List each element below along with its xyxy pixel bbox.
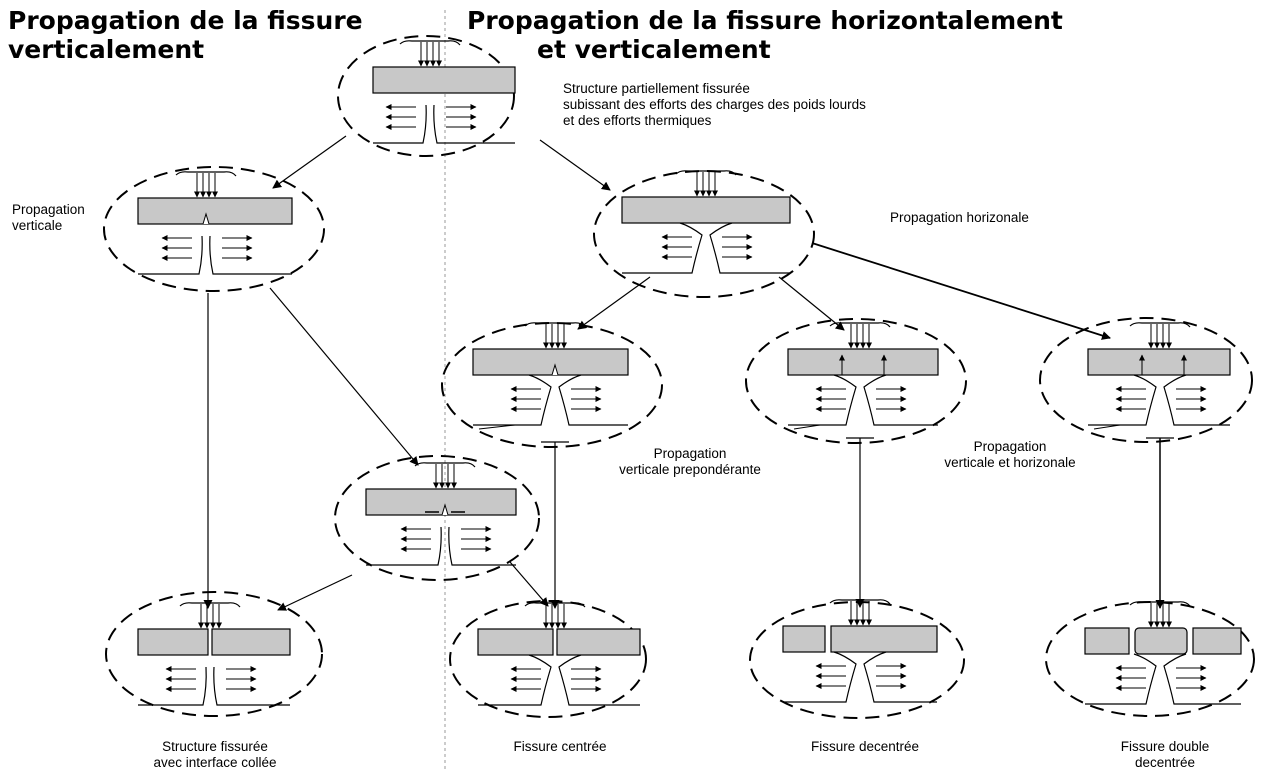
node-predominant [441, 322, 663, 448]
arrow-horizontal-to-vh [778, 276, 845, 331]
node-double [1039, 317, 1253, 443]
initial-state-label: Structure partiellement fissurée subissa… [563, 81, 866, 128]
arrow-vertical-to-mid [269, 287, 419, 466]
right-title-line1: Propagation de la fissure horizontalemen… [467, 6, 1063, 35]
arrow-horizontal-to-prep [577, 276, 651, 330]
node-out-bonded [105, 591, 323, 717]
dashed-outline [1045, 601, 1255, 717]
right-title-line2: et verticalement [537, 35, 771, 64]
vertical-horizontal-label: Propagation verticale et horizonale [944, 439, 1076, 470]
dashed-outline [334, 455, 540, 581]
arrow-top-to-horizontal [539, 139, 611, 191]
node-initial [337, 35, 516, 157]
dashed-outline [449, 600, 647, 718]
dashed-outline [105, 591, 323, 717]
dashed-outline [745, 318, 967, 444]
dashed-outline [103, 166, 325, 292]
arrow-horizontal-to-double [811, 242, 1111, 340]
outcome-off-center-crack-label: Fissure decentrée [810, 739, 920, 754]
node-vertical [103, 166, 325, 292]
outcome-centered-crack-label: Fissure centrée [513, 739, 607, 754]
node-out-centered [449, 600, 647, 718]
arrow-mid-to-out2 [509, 561, 549, 607]
vertical-propagation-label: Propagation verticale [12, 202, 85, 233]
arrow-top-to-vertical [272, 135, 347, 189]
left-section-title: Propagation de la fissure verticalement [8, 6, 363, 64]
outcome-bonded-interface-label: Structure fissurée avec interface collée [153, 739, 277, 770]
node-horizontal [593, 170, 815, 298]
node-out-double [1045, 601, 1255, 717]
outcome-double-off-center-label: Fissure double decentrée [1120, 739, 1210, 770]
dashed-outline [593, 170, 815, 298]
node-mid [334, 455, 540, 581]
dashed-outline [1039, 317, 1253, 443]
arrow-mid-to-out1 [277, 574, 353, 611]
right-section-title: Propagation de la fissure horizontalemen… [467, 6, 1067, 64]
dashed-outline [441, 322, 663, 448]
node-vert-horiz [745, 318, 967, 444]
predominant-vertical-label: Propagation verticale prepondérante [619, 446, 761, 477]
horizontal-propagation-label: Propagation horizonale [890, 210, 1029, 225]
dashed-outline [337, 35, 515, 157]
node-out-offcenter [749, 599, 965, 719]
